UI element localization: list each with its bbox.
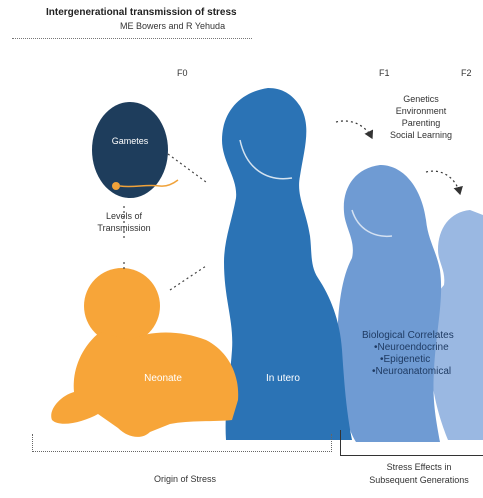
biological-item: Epigenetic: [362, 354, 472, 366]
figure-authors: ME Bowers and R Yehuda: [120, 21, 226, 31]
neonate-silhouette: [51, 268, 239, 437]
stress-effects-line-2: Subsequent Generations: [369, 475, 469, 485]
factor-item: Social Learning: [389, 130, 453, 140]
arrow-f1-f2: [425, 170, 463, 196]
stress-effects-line-1: Stress Effects in: [386, 462, 452, 472]
origin-bracket: [32, 434, 332, 452]
in-utero-label: In utero: [266, 373, 300, 384]
generation-label-f1: F1: [379, 68, 390, 78]
neonate-label: Neonate: [144, 373, 182, 384]
origin-of-stress-label: Origin of Stress: [153, 474, 217, 484]
levels-line-1: Levels of: [105, 211, 143, 221]
biological-item: Neuroendocrine: [362, 342, 472, 354]
generation-label-f0: F0: [177, 68, 188, 78]
sperm-tail-icon: [119, 179, 179, 188]
gametes-label: Gametes: [111, 136, 149, 146]
f1-silhouette: [337, 165, 442, 442]
biological-correlates-heading: Biological Correlates: [362, 330, 454, 341]
levels-line-2: Transmission: [97, 223, 151, 233]
effects-bracket: [340, 430, 483, 456]
header-divider: [12, 38, 252, 39]
biological-correlates: Biological Correlates Neuroendocrine Epi…: [362, 330, 472, 378]
f2-silhouette: [429, 210, 483, 440]
levels-of-transmission-label: Levels of Transmission: [84, 210, 164, 234]
arrow-f0-f1: [335, 120, 374, 140]
gametes-egg: [92, 102, 179, 198]
sperm-head-icon: [112, 182, 120, 190]
generation-label-f2: F2: [461, 68, 472, 78]
factor-item: Environment: [395, 106, 447, 116]
biological-item: Neuroanatomical: [362, 366, 472, 378]
dotted-connectors: [123, 153, 207, 291]
factor-item: Parenting: [401, 118, 441, 128]
figure-title: Intergenerational transmission of stress: [46, 7, 237, 18]
transmission-factors-list: Genetics Environment Parenting Social Le…: [376, 93, 466, 141]
mother-silhouette: [222, 88, 352, 440]
stress-effects-label: Stress Effects in Subsequent Generations: [356, 461, 482, 487]
factor-item: Genetics: [403, 94, 439, 104]
